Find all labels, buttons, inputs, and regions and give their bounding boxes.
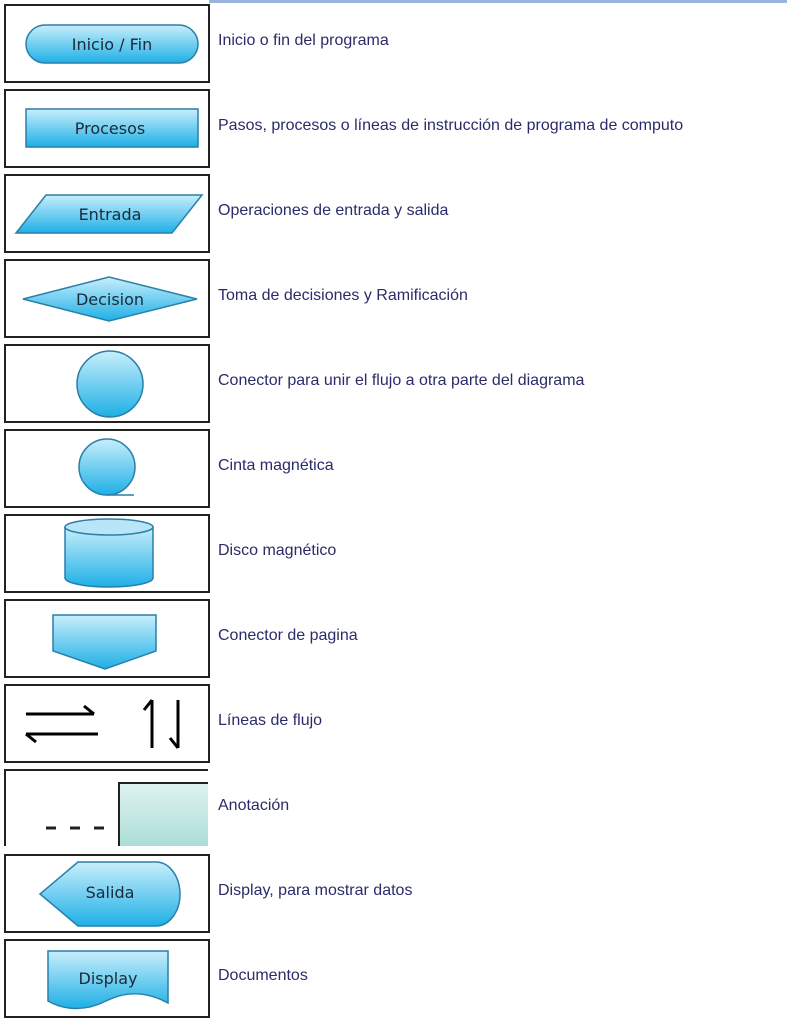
magnetic-disk-shape xyxy=(64,518,154,588)
display-shape: Salida xyxy=(38,861,181,927)
symbol-box: Display xyxy=(4,939,210,1018)
shape-label: Inicio / Fin xyxy=(72,35,153,54)
row-display: Salida Display, para mostrar datos xyxy=(4,854,787,933)
magnetic-tape-shape xyxy=(78,438,136,496)
page-connector-shape xyxy=(52,614,157,670)
row-page-connector: Conector de pagina xyxy=(4,599,787,678)
row-process: Procesos Pasos, procesos o líneas de ins… xyxy=(4,89,787,168)
description: Anotación xyxy=(218,797,290,814)
symbol-box: Entrada xyxy=(4,174,210,253)
row-decision: Decision Toma de decisiones y Ramificaci… xyxy=(4,259,787,338)
symbol-box xyxy=(4,599,210,678)
symbol-box: Salida xyxy=(4,854,210,933)
symbol-box xyxy=(4,344,210,423)
shape-label: Entrada xyxy=(79,205,142,224)
description: Display, para mostrar datos xyxy=(218,882,413,899)
row-disk: Disco magnético xyxy=(4,514,787,593)
top-border-line xyxy=(209,0,787,3)
symbol-box: Decision xyxy=(4,259,210,338)
symbol-box xyxy=(4,514,210,593)
symbol-box xyxy=(4,684,210,763)
description: Conector para unir el flujo a otra parte… xyxy=(218,372,585,389)
symbol-box xyxy=(4,769,208,846)
symbol-box xyxy=(4,429,210,508)
flow-arrows-icon xyxy=(25,699,180,749)
description: Disco magnético xyxy=(218,542,337,559)
shape-label: Procesos xyxy=(75,119,145,138)
shape-label: Decision xyxy=(76,290,144,309)
row-tape: Cinta magnética xyxy=(4,429,787,508)
document-shape: Display xyxy=(47,950,169,1010)
row-input-output: Entrada Operaciones de entrada y salida xyxy=(4,174,787,253)
row-connector: Conector para unir el flujo a otra parte… xyxy=(4,344,787,423)
row-annotation: Anotación xyxy=(4,769,787,847)
symbol-box: Inicio / Fin xyxy=(4,4,210,83)
row-flow-lines: Líneas de flujo xyxy=(4,684,787,763)
description: Documentos xyxy=(218,967,308,984)
description: Pasos, procesos o líneas de instrucción … xyxy=(218,117,684,134)
shape-label: Salida xyxy=(86,883,135,902)
row-document: Display Documentos xyxy=(4,939,787,1018)
description: Inicio o fin del programa xyxy=(218,32,389,49)
circle-connector-shape xyxy=(76,350,144,418)
diamond-shape: Decision xyxy=(22,276,198,322)
description: Conector de pagina xyxy=(218,627,358,644)
symbol-box: Procesos xyxy=(4,89,210,168)
annotation-shape xyxy=(46,782,208,846)
description: Cinta magnética xyxy=(218,457,334,474)
terminal-shape: Inicio / Fin xyxy=(25,24,199,64)
process-shape: Procesos xyxy=(25,108,199,148)
description: Operaciones de entrada y salida xyxy=(218,202,449,219)
shape-label: Display xyxy=(79,969,138,988)
row-terminal: Inicio / Fin Inicio o fin del programa xyxy=(4,4,787,83)
parallelogram-shape: Entrada xyxy=(14,194,204,234)
description: Toma de decisiones y Ramificación xyxy=(218,287,468,304)
description: Líneas de flujo xyxy=(218,712,323,729)
